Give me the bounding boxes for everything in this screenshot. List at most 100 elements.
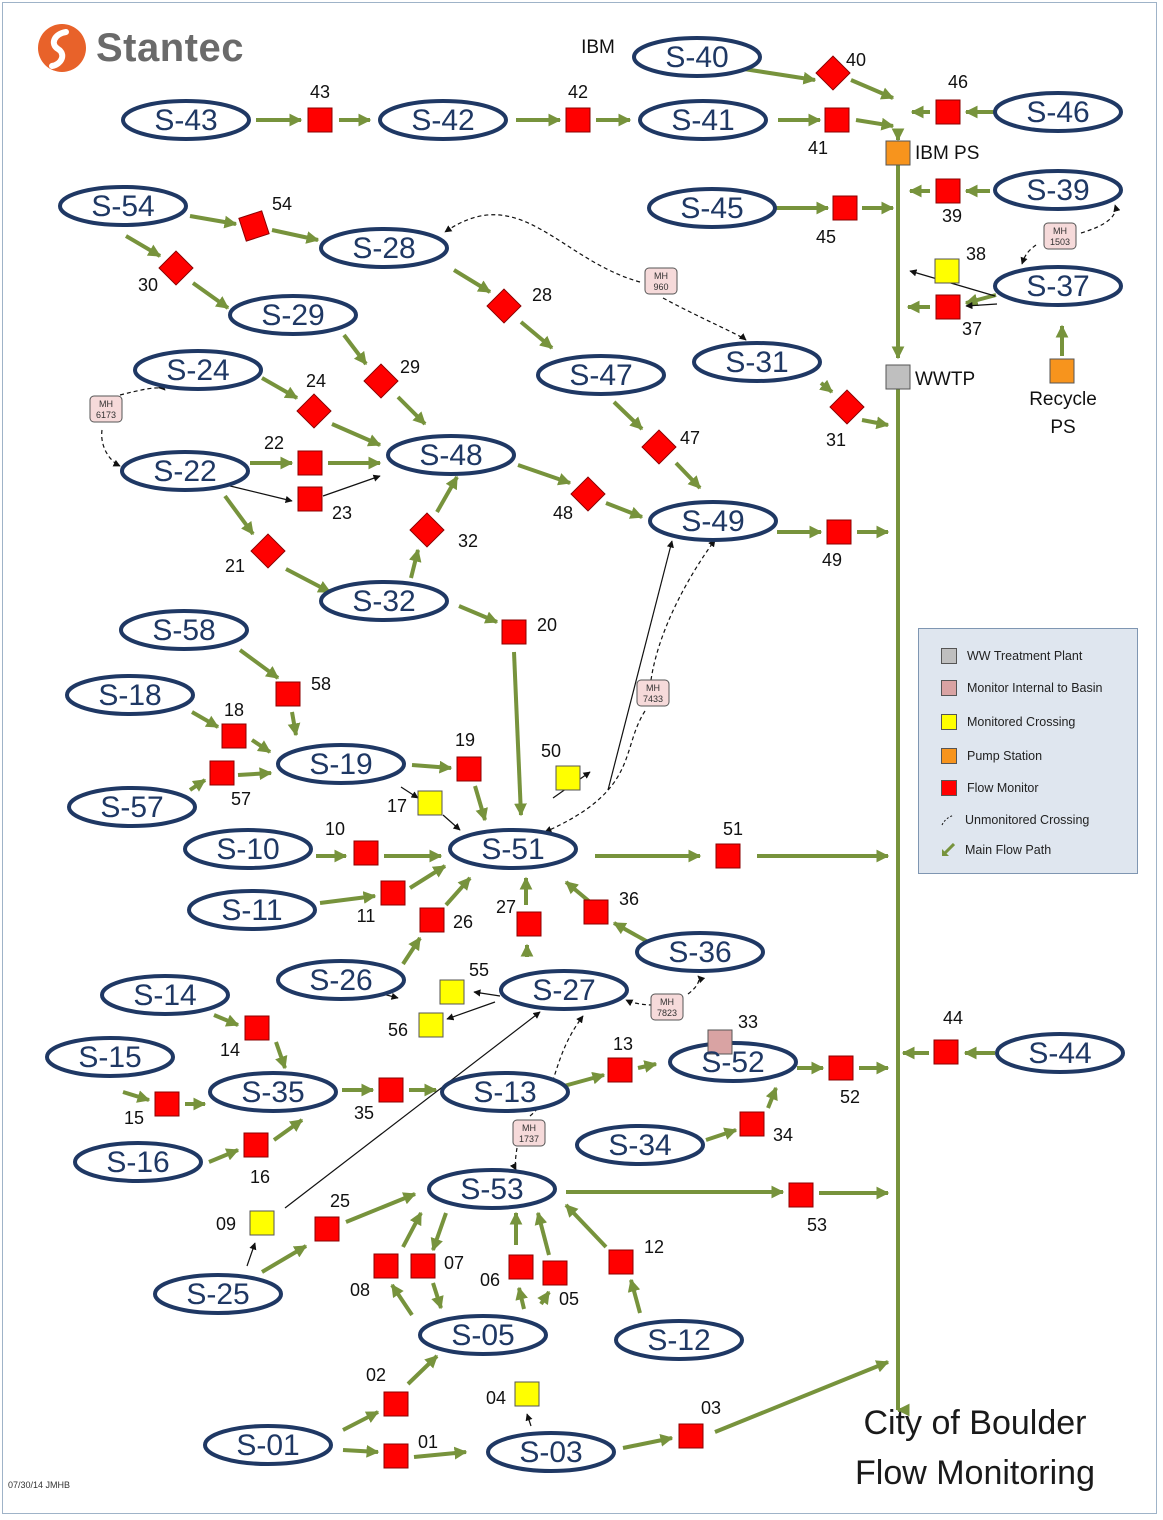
flow-monitor-label: 32 <box>458 531 478 551</box>
flow-monitor-square <box>410 1253 436 1279</box>
flow-monitor-22 <box>297 450 323 476</box>
basin-s-49 <box>648 500 778 542</box>
legend-swatch <box>941 748 957 764</box>
flow-monitor-square <box>409 512 445 548</box>
main-flow-arrow <box>622 1434 674 1450</box>
main-flow-arrow <box>452 268 492 294</box>
flow-monitor-label: 37 <box>962 319 982 339</box>
basin-label: S-19 <box>309 748 372 781</box>
flow-monitor-label: 35 <box>354 1103 374 1123</box>
basin-s-27 <box>499 969 629 1011</box>
monitored-crossing-38 <box>934 258 960 284</box>
basin-s-11 <box>187 889 317 931</box>
flow-monitor-26 <box>419 907 445 933</box>
flow-monitor-label: 36 <box>619 889 639 909</box>
flow-monitor-08 <box>373 1253 399 1279</box>
basin-s-37 <box>993 265 1123 307</box>
main-flow-arrow <box>705 1127 738 1142</box>
manhole-mh-7433 <box>636 679 670 707</box>
main-flow-arrow <box>124 234 162 258</box>
flow-monitor-label: 14 <box>220 1040 240 1060</box>
flow-monitor-54 <box>238 210 270 242</box>
flow-monitor-label: 08 <box>350 1280 370 1300</box>
flow-monitor-label: 15 <box>124 1108 144 1128</box>
flow-monitor-18 <box>221 723 247 749</box>
basin-s-45 <box>647 187 777 229</box>
basin-label: S-36 <box>668 936 731 969</box>
recycle-ps-label-line1: Recycle <box>1029 389 1097 410</box>
flow-monitor-square <box>739 1111 765 1137</box>
unmonitored-crossing <box>1080 204 1121 234</box>
manhole-label-prefix: MH <box>646 683 660 693</box>
basin-label: S-12 <box>647 1324 710 1357</box>
flow-monitor-label: 54 <box>272 194 292 214</box>
flow-monitor-square <box>297 486 323 512</box>
basin-s-05 <box>418 1314 548 1356</box>
basin-label: S-51 <box>481 833 544 866</box>
main-flow-arrow <box>401 936 422 966</box>
flow-monitor-label: 03 <box>701 1398 721 1418</box>
basin-label: S-37 <box>1026 270 1089 303</box>
main-flow-arrow <box>515 1286 528 1310</box>
flow-monitor-27 <box>516 911 542 937</box>
flow-monitor-24 <box>296 393 332 429</box>
flow-monitor-05 <box>542 1260 568 1286</box>
main-flow-arrow <box>213 1013 240 1027</box>
unmonitored-crossing <box>444 214 641 283</box>
flow-monitor-label: 45 <box>816 227 836 247</box>
flow-monitor-39 <box>935 178 961 204</box>
legend-item-unmonitored: Unmonitored Crossing <box>941 809 1089 831</box>
basin-s-25 <box>153 1273 283 1315</box>
flow-monitor-square <box>378 1077 404 1103</box>
basin-s-18 <box>65 674 195 716</box>
basin-s-57 <box>67 786 197 828</box>
manhole-label-number: 960 <box>653 282 668 292</box>
basin-label: S-58 <box>152 614 215 647</box>
main-flow-arrow <box>627 1278 642 1314</box>
manhole-mh-960 <box>644 267 678 295</box>
monitored-crossing-label: 17 <box>387 796 407 816</box>
main-flow-arrow <box>408 864 447 890</box>
basin-s-12 <box>614 1319 744 1361</box>
flow-monitor-19 <box>456 756 482 782</box>
basin-label: S-41 <box>671 104 734 137</box>
basin-s-13 <box>440 1071 570 1113</box>
basin-s-46 <box>993 91 1123 133</box>
flow-monitor-square <box>641 429 677 465</box>
flow-monitor-square <box>238 210 270 242</box>
flow-monitor-square <box>832 195 858 221</box>
flow-monitor-10 <box>353 840 379 866</box>
basin-label: S-29 <box>261 299 324 332</box>
flow-monitor-36 <box>583 899 609 925</box>
main-flow-arrow <box>250 738 272 754</box>
main-flow-arrow <box>345 1192 417 1224</box>
unmonitored-crossing <box>544 710 646 833</box>
basin-s-01 <box>203 1424 333 1466</box>
flow-monitor-square <box>828 1055 854 1081</box>
basin-s-36 <box>635 931 765 973</box>
flow-monitor-label: 31 <box>826 430 846 450</box>
main-flow-arrow <box>271 228 320 244</box>
stantec-logo-icon <box>38 24 86 72</box>
flow-monitor-label: 19 <box>455 730 475 750</box>
flow-monitor-07 <box>410 1253 436 1279</box>
main-flow-arrow <box>431 1282 444 1310</box>
legend-swatch <box>941 714 957 730</box>
flow-monitor-label: 12 <box>644 1237 664 1257</box>
flow-monitor-label: 13 <box>613 1034 633 1054</box>
flow-monitor-label: 40 <box>846 50 866 70</box>
flow-monitor-label: 27 <box>496 897 516 917</box>
main-flow-arrow <box>208 1148 240 1164</box>
main-flow-arrow <box>512 651 527 817</box>
flow-monitor-label: 30 <box>138 275 158 295</box>
flow-monitor-label: 20 <box>537 615 557 635</box>
unmonitored-crossing <box>509 1147 518 1171</box>
flow-monitor-label: 53 <box>807 1215 827 1235</box>
main-flow-arrow <box>855 117 895 131</box>
basin-s-41 <box>638 99 768 141</box>
basin-s-14 <box>100 974 230 1016</box>
flow-monitor-45 <box>832 195 858 221</box>
basin-s-40 <box>632 36 762 78</box>
basin-s-34 <box>575 1124 705 1166</box>
main-flow-arrow <box>605 501 644 519</box>
